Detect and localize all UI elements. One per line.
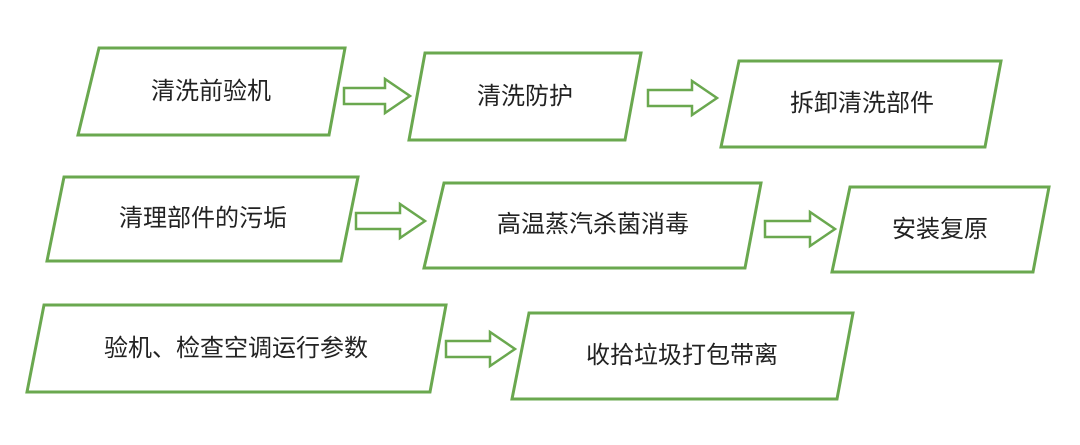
step-1-shape	[76, 46, 347, 137]
step-4-shape	[45, 175, 360, 263]
arrow-right-3	[354, 201, 428, 241]
arrow-right-1	[342, 76, 413, 116]
step-5-shape	[422, 181, 763, 270]
step-1-label: 清洗前验机	[151, 77, 271, 105]
arrow-right-2	[646, 78, 720, 118]
step-7-label: 验机、检查空调运行参数	[104, 334, 368, 362]
step-3-label: 拆卸清洗部件	[790, 89, 934, 117]
step-8-shape	[510, 311, 855, 401]
step-5: 高温蒸汽杀菌消毒	[422, 181, 763, 270]
step-3: 拆卸清洗部件	[719, 59, 1003, 149]
arrow-right-5	[444, 329, 518, 369]
step-7: 验机、检查空调运行参数	[25, 303, 448, 394]
arrow-right-4	[763, 209, 838, 249]
step-6-label: 安装复原	[892, 215, 988, 243]
step-6-shape	[830, 185, 1051, 274]
step-3-shape	[719, 59, 1003, 149]
step-8: 收拾垃圾打包带离	[510, 311, 855, 401]
step-4-label: 清理部件的污垢	[119, 204, 287, 232]
step-7-shape	[25, 303, 448, 394]
step-5-label: 高温蒸汽杀菌消毒	[497, 210, 689, 238]
step-4: 清理部件的污垢	[45, 175, 360, 263]
step-8-label: 收拾垃圾打包带离	[586, 341, 778, 369]
step-1: 清洗前验机	[76, 46, 347, 137]
step-2-shape	[407, 51, 643, 142]
step-2: 清洗防护	[407, 51, 643, 142]
step-6: 安装复原	[830, 185, 1051, 274]
step-2-label: 清洗防护	[477, 82, 573, 110]
